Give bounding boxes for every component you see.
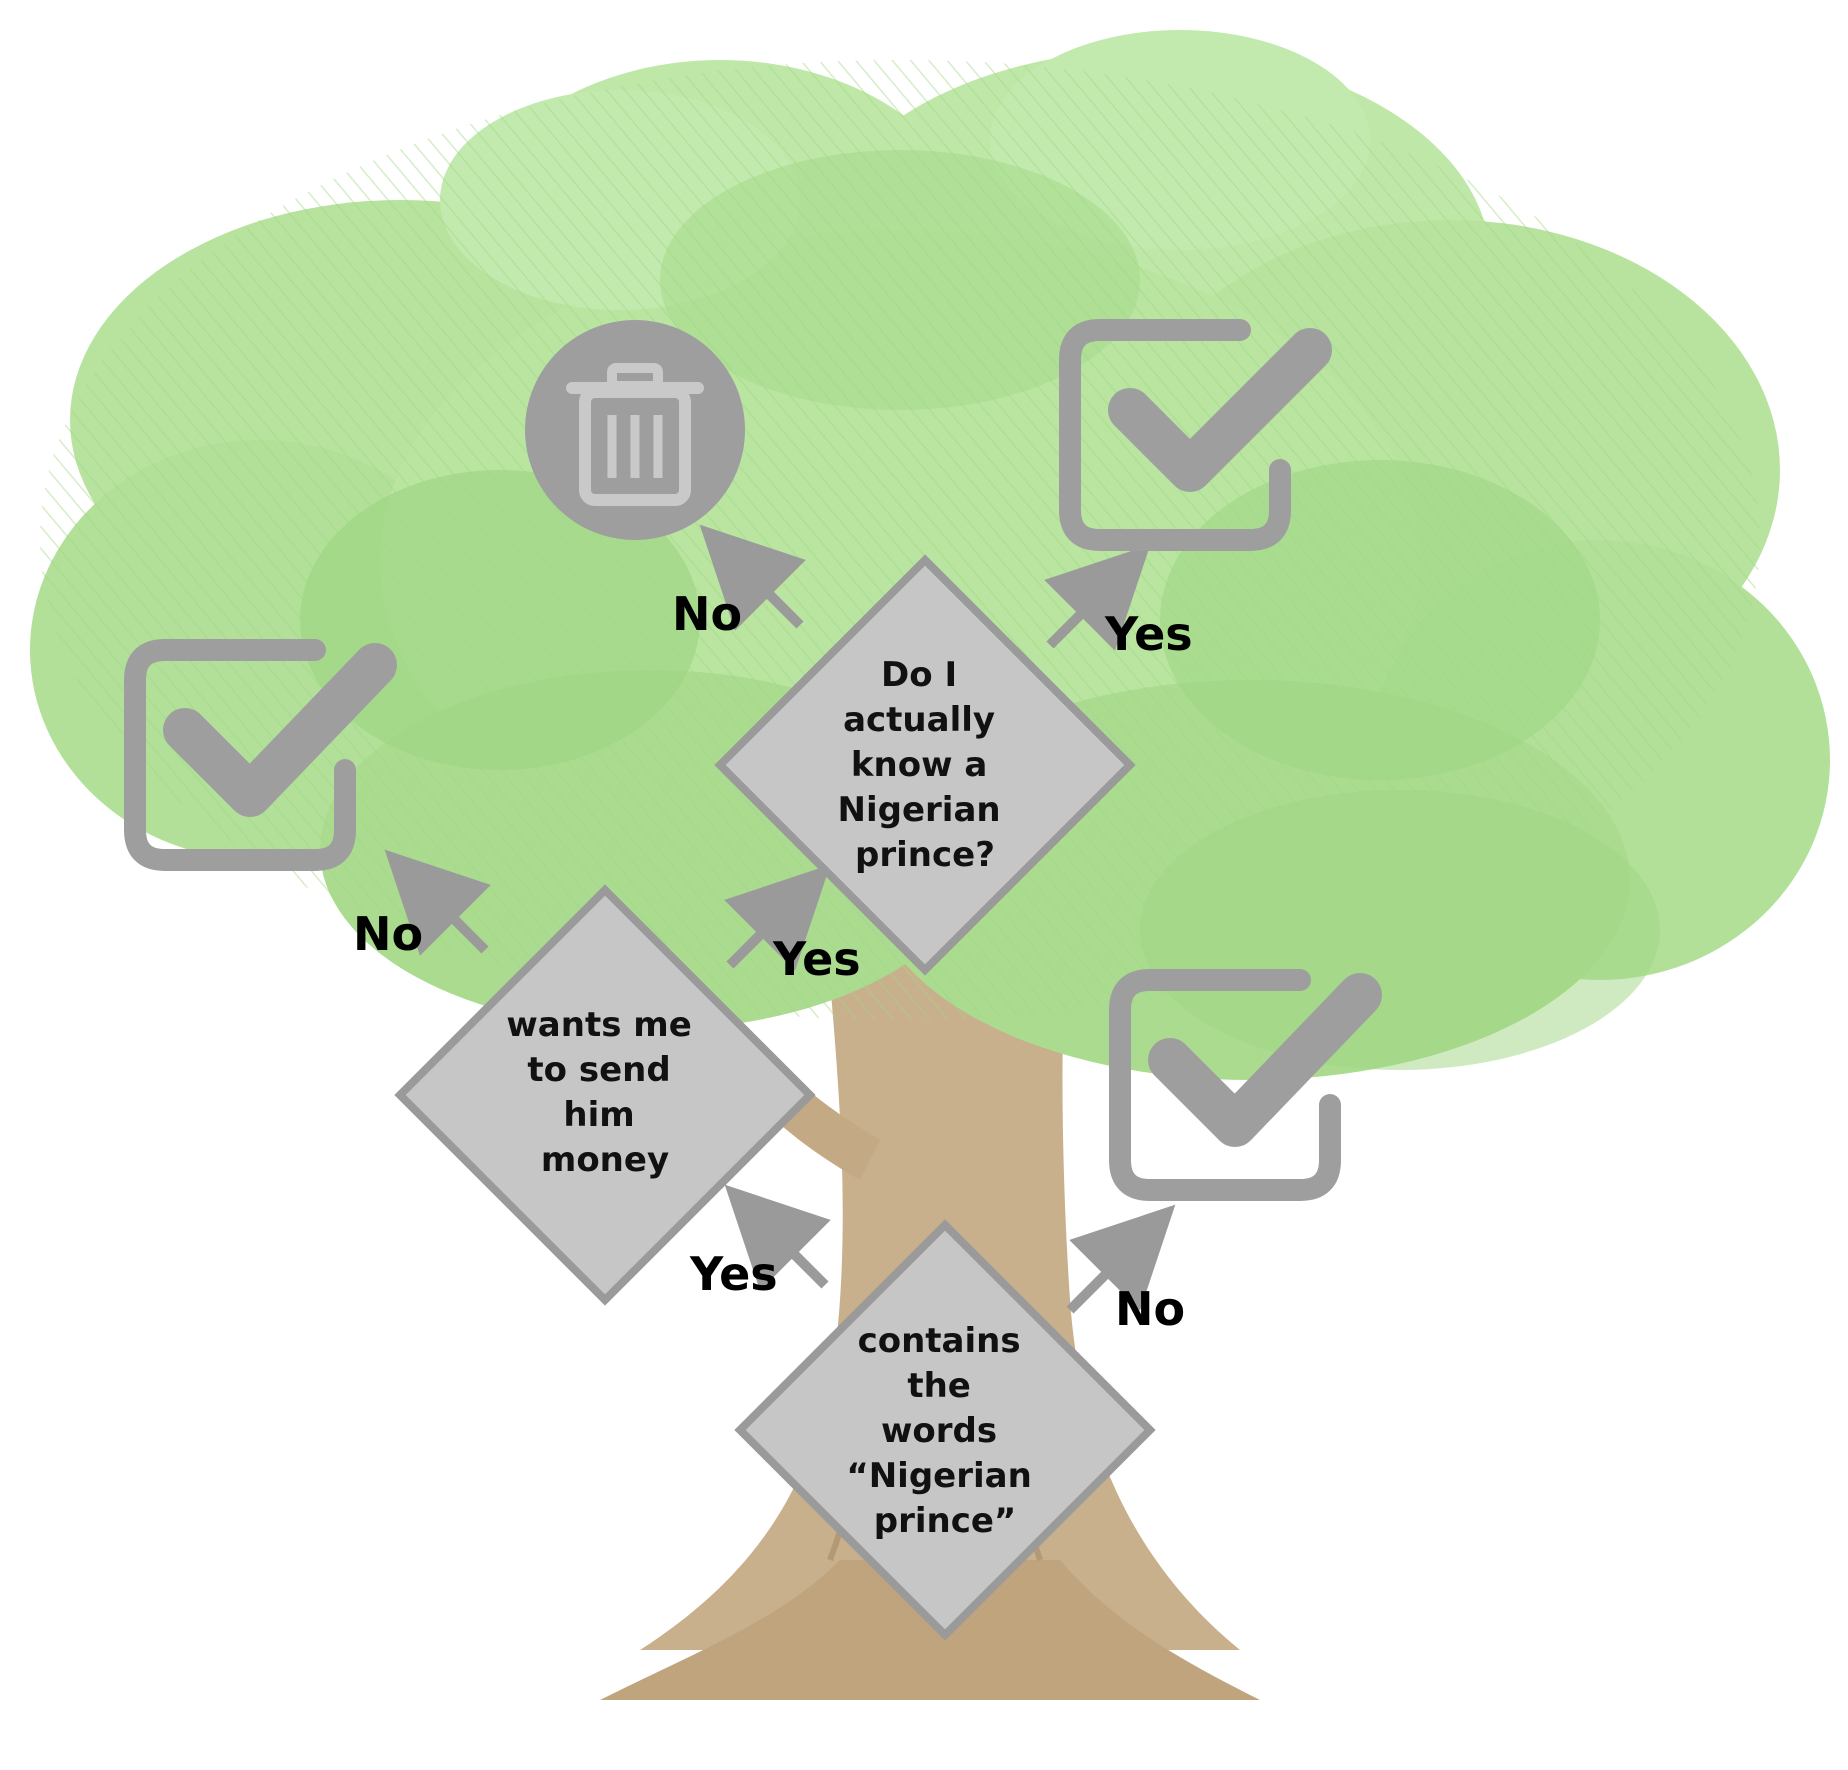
checkbox-checked-icon bbox=[1059, 319, 1332, 551]
decision-node-money: wants me to send him money bbox=[394, 884, 816, 1306]
arrow-root-no bbox=[1066, 1204, 1176, 1314]
edge-label-money-yes: Yes bbox=[772, 932, 861, 986]
arrow-money-yes bbox=[724, 864, 831, 971]
trash-icon bbox=[525, 320, 745, 540]
edge-label-root-yes: Yes bbox=[689, 1247, 778, 1301]
checkbox-checked-icon bbox=[124, 639, 397, 871]
node-text-prince: Do I actually know a Nigerian prince? bbox=[838, 655, 1013, 875]
node-text-root: contains the words “Nigerian prince” bbox=[846, 1321, 1043, 1541]
node-text-money: wants me to send him money bbox=[506, 1005, 703, 1180]
checkbox-checked-icon bbox=[1109, 969, 1382, 1201]
arrow-prince-no bbox=[699, 524, 806, 631]
edge-label-prince-yes: Yes bbox=[1104, 607, 1193, 661]
arrow-root-yes bbox=[724, 1184, 831, 1291]
edge-label-money-no: No bbox=[353, 907, 423, 961]
connectors bbox=[384, 524, 1176, 1314]
arrow-prince-yes bbox=[1044, 544, 1151, 651]
edge-label-prince-no: No bbox=[672, 587, 742, 641]
decision-node-prince: Do I actually know a Nigerian prince? bbox=[714, 554, 1136, 976]
decision-node-root: contains the words “Nigerian prince” bbox=[734, 1219, 1156, 1641]
arrow-money-no bbox=[384, 849, 491, 956]
edge-label-root-no: No bbox=[1115, 1282, 1185, 1336]
edge-labels: Yes No No Yes No Yes bbox=[353, 587, 1193, 1336]
